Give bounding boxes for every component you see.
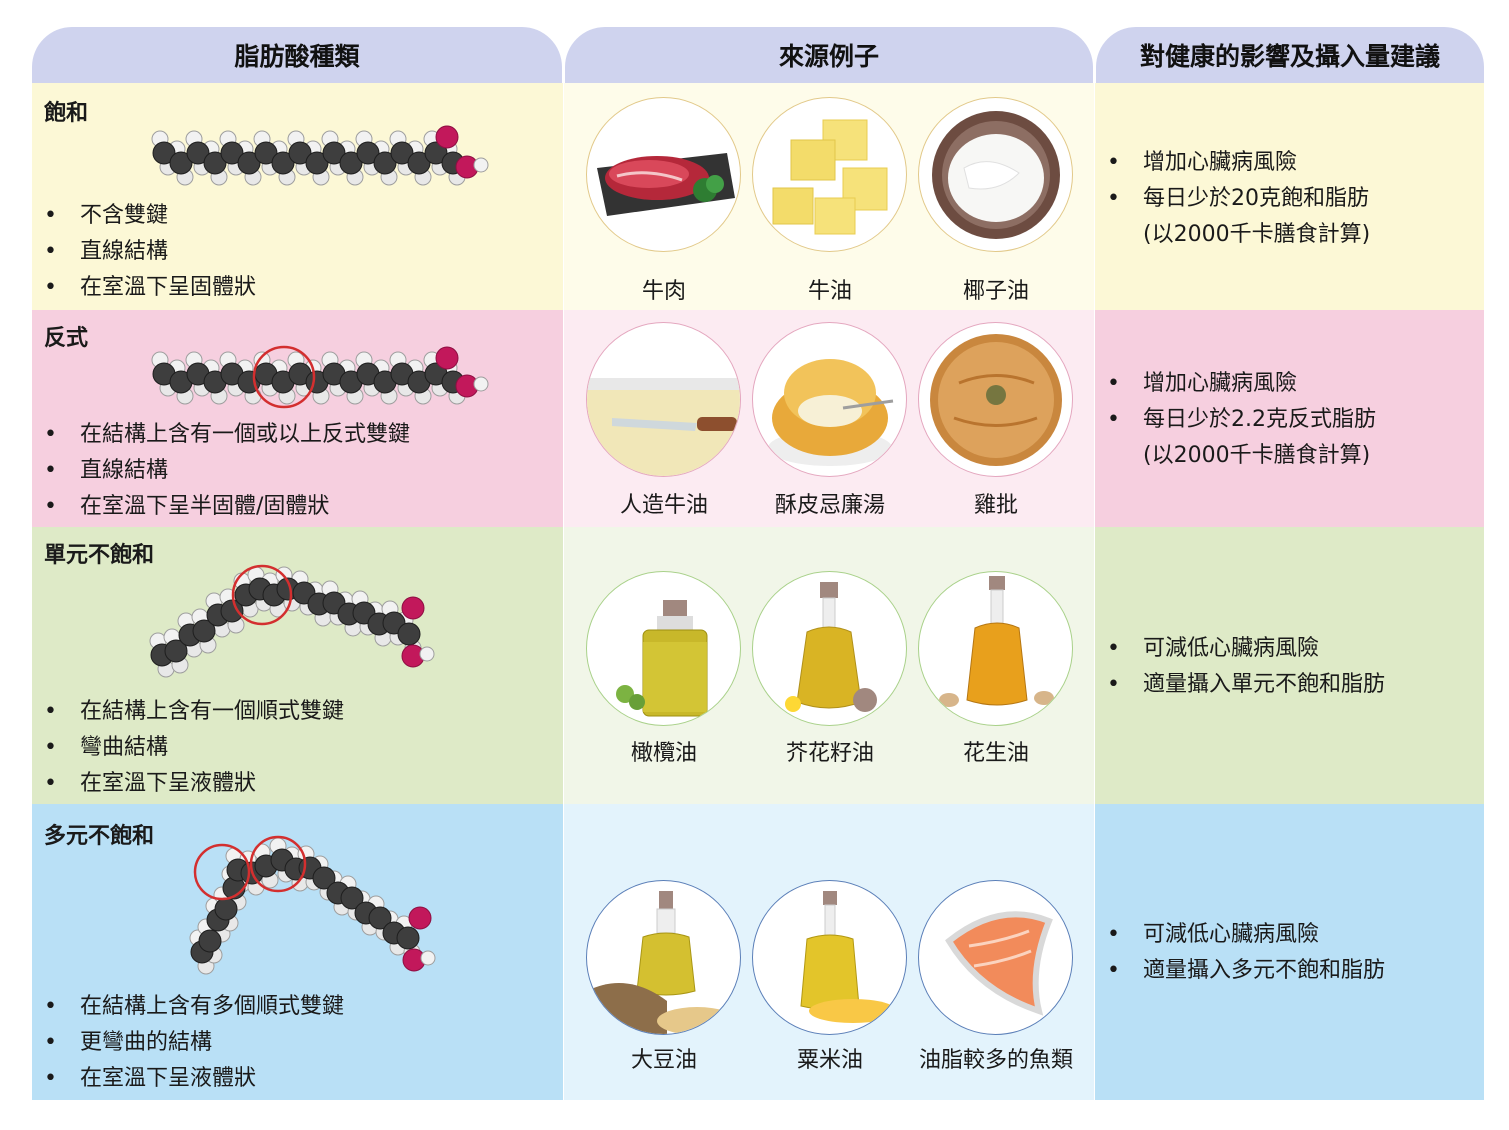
puff-pastry-soup-photo	[752, 322, 907, 477]
health-item: 每日少於2.2克反式脂肪	[1107, 402, 1376, 438]
food-label: 椰子油	[962, 279, 1029, 304]
row-mono-health-cell: 可減低心臟病風險 適量攝入單元不飽和脂肪	[1095, 527, 1484, 804]
row-poly-food-cell: 大豆油 粟米油 油脂較多的魚類	[564, 804, 1094, 1100]
olive-oil-photo	[586, 571, 741, 726]
beef-photo	[586, 97, 741, 252]
feature-item: 在室溫下呈固體狀	[44, 270, 256, 306]
food-label: 油脂較多的魚類	[918, 1048, 1073, 1073]
health-list: 可減低心臟病風險 適量攝入多元不飽和脂肪	[1107, 917, 1385, 989]
mono-molecule-icon	[149, 564, 435, 678]
food-label: 牛肉	[641, 279, 686, 304]
food-label: 芥花籽油	[785, 741, 874, 766]
poly-molecule-icon	[189, 835, 436, 975]
feature-item: 在結構上含有一個順式雙鍵	[44, 694, 344, 730]
row-poly-type-cell: 多元不飽和 在結構上含有多個順式雙鍵 更彎曲的結構 在室溫下呈液體狀	[32, 804, 563, 1100]
corn-oil-photo	[752, 880, 907, 1035]
row-title: 飽和	[44, 101, 89, 126]
feature-item: 直線結構	[44, 234, 256, 270]
peanut-oil-photo	[918, 571, 1073, 726]
food-label: 橄欖油	[630, 741, 697, 766]
row-poly-health-cell: 可減低心臟病風險 適量攝入多元不飽和脂肪	[1095, 804, 1484, 1100]
feature-item: 在室溫下呈液體狀	[44, 1061, 344, 1097]
canola-oil-photo	[752, 571, 907, 726]
feature-item: 在室溫下呈半固體/固體狀	[44, 489, 410, 525]
food-label: 牛油	[807, 279, 852, 304]
health-note: (以2000千卡膳食計算)	[1143, 222, 1371, 247]
row-saturated-health-cell: 增加心臟病風險 每日少於20克飽和脂肪 (以2000千卡膳食計算)	[1095, 83, 1484, 310]
trans-molecule-icon	[151, 345, 489, 409]
coconut-oil-photo	[918, 97, 1073, 252]
health-item: 每日少於20克飽和脂肪	[1107, 181, 1370, 217]
food-label: 雞批	[973, 493, 1018, 518]
butter-photo	[752, 97, 907, 252]
feature-list: 在結構上含有一個或以上反式雙鍵 直線結構 在室溫下呈半固體/固體狀	[44, 417, 410, 525]
health-note: (以2000千卡膳食計算)	[1143, 443, 1371, 468]
health-item: 可減低心臟病風險	[1107, 917, 1385, 953]
saturated-molecule-icon	[151, 125, 489, 186]
row-saturated-type-cell: 飽和 不含雙鍵 直線結構 在室溫下呈固體狀	[32, 83, 563, 310]
chicken-pie-photo	[918, 322, 1073, 477]
salmon-photo	[918, 880, 1073, 1035]
health-item: 適量攝入多元不飽和脂肪	[1107, 953, 1385, 989]
health-item: 增加心臟病風險	[1107, 145, 1370, 181]
food-label: 粟米油	[796, 1048, 863, 1073]
health-list: 增加心臟病風險 每日少於20克飽和脂肪 (以2000千卡膳食計算)	[1107, 145, 1370, 253]
row-mono-type-cell: 單元不飽和 在結構上含有一個順式雙鍵 彎曲結構 在室溫下呈液體狀	[32, 527, 563, 804]
feature-item: 不含雙鍵	[44, 198, 256, 234]
row-trans-type-cell: 反式 在結構上含有一個或以上反式雙鍵 直線結構 在室溫下呈半固體/固體狀	[32, 310, 563, 527]
feature-item: 更彎曲的結構	[44, 1025, 344, 1061]
food-label: 酥皮忌廉湯	[774, 493, 885, 518]
feature-list: 在結構上含有一個順式雙鍵 彎曲結構 在室溫下呈液體狀	[44, 694, 344, 802]
food-label: 大豆油	[630, 1048, 697, 1073]
row-mono-food-cell: 橄欖油 芥花籽油 花生油	[564, 527, 1094, 804]
row-saturated-food-cell: 牛肉 牛油 椰子油	[564, 83, 1094, 310]
feature-item: 直線結構	[44, 453, 410, 489]
row-trans-food-cell: 人造牛油 酥皮忌廉湯 雞批	[564, 310, 1094, 527]
health-item: 增加心臟病風險	[1107, 366, 1376, 402]
food-label: 人造牛油	[619, 493, 708, 518]
feature-list: 在結構上含有多個順式雙鍵 更彎曲的結構 在室溫下呈液體狀	[44, 989, 344, 1097]
header-health-effects: 對健康的影響及攝入量建議	[1096, 27, 1484, 83]
row-title: 單元不飽和	[44, 543, 155, 568]
feature-item: 在結構上含有多個順式雙鍵	[44, 989, 344, 1025]
health-list: 可減低心臟病風險 適量攝入單元不飽和脂肪	[1107, 631, 1385, 703]
food-label: 花生油	[962, 741, 1029, 766]
health-list: 增加心臟病風險 每日少於2.2克反式脂肪 (以2000千卡膳食計算)	[1107, 366, 1376, 474]
feature-list: 不含雙鍵 直線結構 在室溫下呈固體狀	[44, 198, 256, 306]
feature-item: 在結構上含有一個或以上反式雙鍵	[44, 417, 410, 453]
health-item: 適量攝入單元不飽和脂肪	[1107, 667, 1385, 703]
header-fatty-acid-type: 脂肪酸種類	[32, 27, 562, 83]
soybean-oil-photo	[586, 880, 741, 1035]
header-food-sources: 來源例子	[565, 27, 1093, 83]
feature-item: 在室溫下呈液體狀	[44, 766, 344, 802]
health-item: 可減低心臟病風險	[1107, 631, 1385, 667]
row-title: 反式	[44, 326, 89, 351]
margarine-photo	[586, 322, 741, 477]
feature-item: 彎曲結構	[44, 730, 344, 766]
row-trans-health-cell: 增加心臟病風險 每日少於2.2克反式脂肪 (以2000千卡膳食計算)	[1095, 310, 1484, 527]
row-title: 多元不飽和	[44, 824, 155, 849]
